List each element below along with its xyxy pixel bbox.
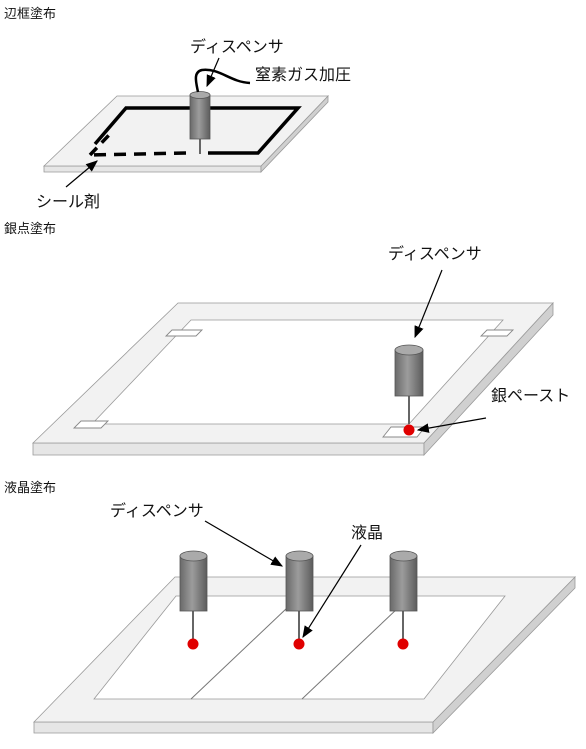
plate-1 — [43, 95, 329, 173]
panel-frame-coating: 辺框塗布 ディスペンサ 窒素ガス加圧 シール剤 — [4, 6, 351, 211]
dispenser-3b — [285, 550, 314, 640]
liquid-crystal-dot-2 — [293, 638, 305, 650]
panel-title-silver-dot: 銀点塗布 — [4, 221, 56, 237]
dispenser-1 — [189, 91, 211, 154]
label-nitrogen-gas: 窒素ガス加圧 — [255, 65, 351, 84]
liquid-crystal-dot-1 — [187, 638, 199, 650]
plate-2 — [32, 301, 554, 457]
gas-tube — [194, 68, 251, 93]
panel-title-frame-coating: 辺框塗布 — [4, 6, 56, 22]
panel-liquid-crystal-coating: 液晶塗布 — [4, 480, 576, 734]
sealant-frame-line — [88, 106, 302, 157]
arrow-liquid-crystal — [302, 544, 362, 639]
corner-pads — [72, 329, 515, 438]
arrow-silver-paste — [416, 417, 487, 433]
panel-title-liquid-crystal: 液晶塗布 — [4, 480, 56, 496]
arrow-dispenser-2 — [414, 269, 443, 339]
liquid-crystal-dot-3 — [397, 638, 409, 650]
label-silver-paste: 銀ペースト — [491, 386, 570, 405]
pad-top-left — [164, 329, 204, 337]
dispenser-3c — [389, 550, 418, 640]
arrow-sealant — [65, 160, 98, 188]
cell-dividers — [190, 607, 399, 700]
arrow-dispenser-1 — [206, 57, 220, 88]
panel-silver-dot-coating: 銀点塗布 ディスペンサ 銀ペースト — [4, 221, 570, 457]
label-sealant: シール剤 — [36, 192, 100, 211]
silver-paste-dot — [403, 424, 415, 436]
dispenser-2 — [394, 344, 424, 424]
dispenser-3a — [179, 550, 208, 640]
label-liquid-crystal: 液晶 — [351, 523, 383, 542]
label-dispenser-1: ディスペンサ — [190, 37, 284, 56]
pad-top-right — [479, 329, 515, 337]
label-dispenser-2: ディスペンサ — [388, 244, 482, 263]
label-dispenser-3: ディスペンサ — [110, 501, 204, 520]
arrow-dispenser-3 — [204, 520, 284, 567]
pad-bottom-left — [72, 420, 110, 429]
